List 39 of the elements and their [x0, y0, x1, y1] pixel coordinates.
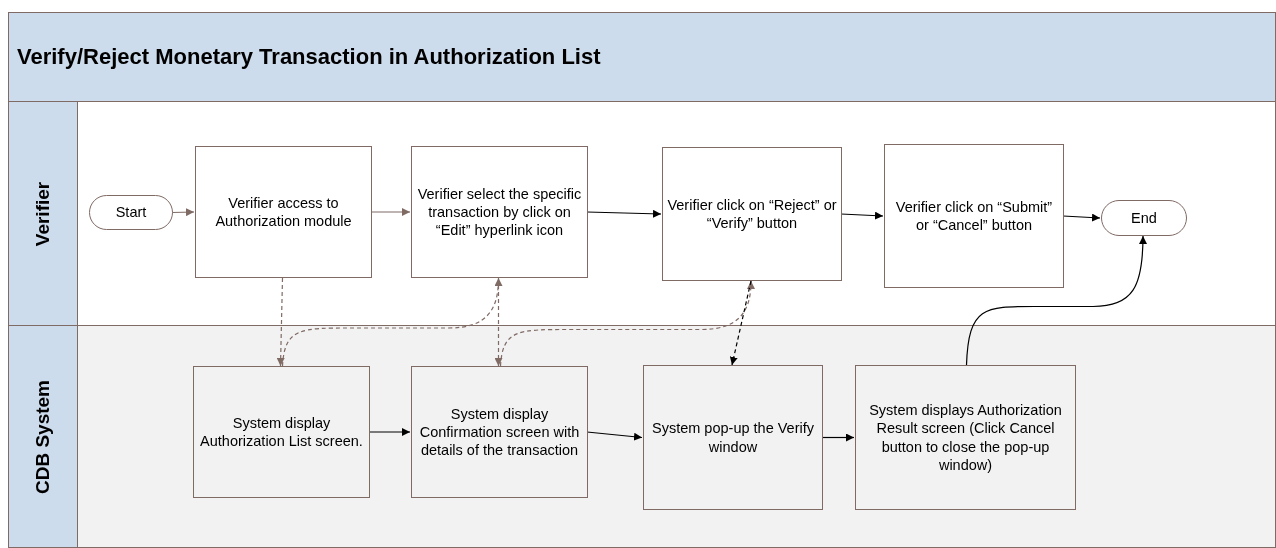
arrow: [586, 431, 643, 441]
box-text: Verifier select the specific transaction by click on “Edit” hyperlink icon: [416, 184, 583, 240]
lane-label: Verifier: [32, 181, 54, 246]
process-box: [884, 144, 1064, 288]
process-box: [643, 365, 823, 510]
box-text: End: [1131, 208, 1157, 228]
arrow: [965, 235, 1147, 366]
lane-label: CDB System: [32, 379, 54, 494]
box-text: Verifier click on “Reject” or “Verify” button: [667, 195, 837, 233]
arrow: [840, 211, 884, 220]
process-box: [411, 146, 588, 278]
swimlane: [8, 102, 1276, 326]
swimlane: [8, 326, 1276, 548]
dashed-arrow: [276, 277, 285, 367]
title: Verify/Reject Monetary Transaction in Authorization List: [17, 44, 601, 70]
arrow: [821, 433, 855, 442]
box-text: System display Confirmation screen with details of the transaction: [418, 404, 581, 460]
dashed-arrow: [494, 277, 503, 367]
box-text: Verifier access to Authorization module: [214, 193, 353, 231]
terminator: [1101, 200, 1187, 236]
dashed-arrow: [281, 277, 503, 367]
box-text: System display Authorization List screen.: [199, 413, 364, 451]
process-box: [411, 366, 588, 498]
box-text: Verifier click on “Submit” or “Cancel” button: [894, 197, 1054, 235]
process-box: [193, 366, 370, 498]
arrow: [171, 208, 195, 217]
box-text: System displays Authorization Result screen (Click Cancel button to close the pop-up window): [868, 401, 1063, 474]
process-box: [855, 365, 1076, 510]
process-box: [662, 147, 842, 281]
terminator: [89, 195, 173, 230]
arrow: [370, 208, 411, 216]
dashed-arrow: [729, 280, 752, 366]
process-box: [195, 146, 372, 278]
arrow: [368, 428, 411, 436]
dashed-arrow: [499, 280, 755, 367]
arrow: [586, 209, 662, 218]
box-text: System pop-up the Verify window: [651, 419, 815, 456]
box-text: Start: [115, 203, 147, 222]
arrow: [1062, 213, 1101, 222]
